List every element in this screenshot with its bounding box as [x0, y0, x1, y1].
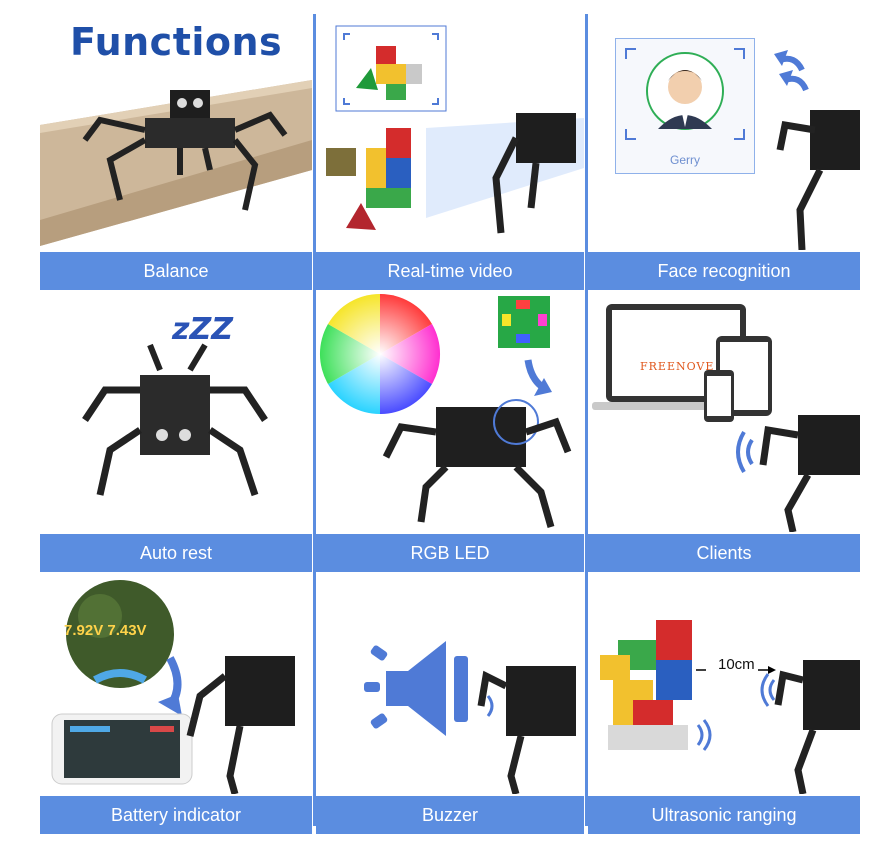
signal-icon	[486, 695, 494, 717]
color-wheel-icon	[319, 294, 441, 414]
brand-text: FREENOVE	[640, 360, 714, 373]
feature-label-realtime-video: Real-time video	[316, 252, 584, 290]
feature-label-clients: Clients	[588, 534, 860, 572]
signal-icon	[746, 438, 754, 466]
column-divider	[585, 14, 588, 826]
signal-icon	[696, 724, 704, 746]
speaker-icon	[364, 641, 468, 736]
battery-image	[40, 576, 312, 794]
clients-image: FREENOVE	[588, 300, 860, 532]
auto-rest-image: zZZ	[40, 300, 312, 532]
feature-label-face-recognition: Face recognition	[588, 252, 860, 290]
sleep-text: zZZ	[172, 312, 233, 347]
feature-label-balance: Balance	[40, 252, 312, 290]
distance-readout: 10cm	[718, 656, 755, 673]
battery-readout: 7.92V 7.43V	[64, 622, 147, 639]
face-recognition-card: Gerry	[615, 38, 755, 174]
hexapod-robot-icon	[492, 113, 576, 234]
signal-icon	[768, 679, 776, 701]
face-recognition-robot	[740, 40, 860, 250]
hexapod-robot-icon	[82, 90, 288, 211]
balance-image	[40, 70, 312, 246]
column-divider	[313, 14, 316, 826]
page-title: Functions	[70, 20, 283, 64]
feature-label-battery-indicator: Battery indicator	[40, 796, 312, 834]
ultrasonic-image	[588, 610, 860, 794]
rgb-led-image	[316, 292, 584, 532]
face-name: Gerry	[670, 153, 700, 167]
feature-label-ultrasonic-ranging: Ultrasonic ranging	[588, 796, 860, 834]
feature-label-rgb-led: RGB LED	[316, 534, 584, 572]
realtime-video-image	[316, 18, 584, 250]
buzzer-image	[316, 576, 584, 794]
feature-label-auto-rest: Auto rest	[40, 534, 312, 572]
feature-label-buzzer: Buzzer	[316, 796, 584, 834]
